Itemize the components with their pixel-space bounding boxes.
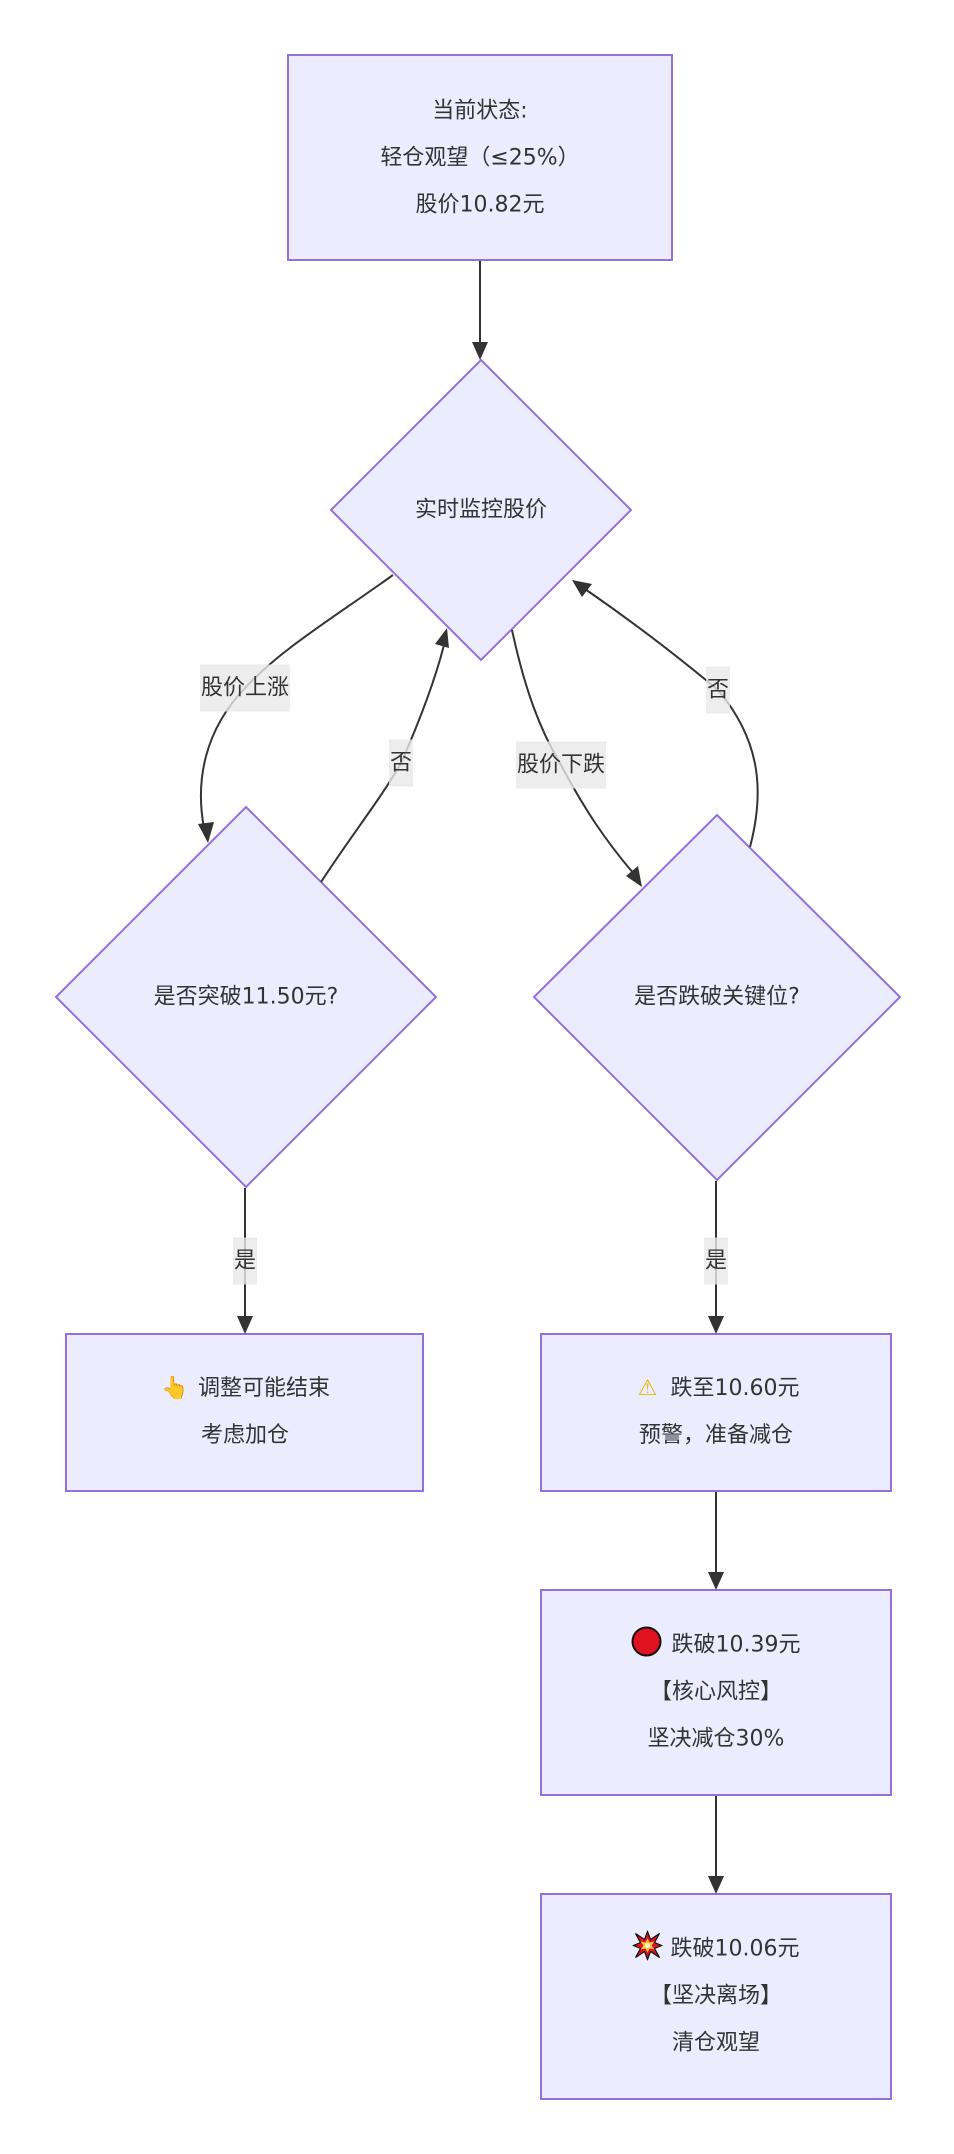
edge-label-no-left: 否: [388, 739, 414, 787]
node-text-line: 调整可能结束: [197, 1376, 331, 1401]
node-core-risk-shape: [540, 1589, 892, 1796]
arrowhead: [626, 866, 642, 887]
edge-label-yes-right: 是: [703, 1237, 729, 1285]
edge-label-price-up: 股价上涨: [199, 664, 291, 712]
arrowhead: [237, 1316, 253, 1334]
node-text-line: 跌破10.06元: [670, 1936, 800, 1962]
node-current-state: 当前状态: 轻仓观望（≤25%） 股价10.82元: [380, 88, 579, 229]
node-text-line: 是否跌破关键位?: [634, 984, 800, 1010]
edge-label-price-down: 股价下跌: [515, 741, 607, 789]
node-exit: 跌破10.06元 【坚决离场】 清仓观望: [631, 1926, 800, 2067]
node-add-position-shape: [65, 1333, 424, 1492]
node-warning-shape: [540, 1333, 892, 1492]
node-text-line: 【坚决离场】: [649, 1983, 783, 2009]
node-core-risk: 跌破10.39元 【核心风控】 坚决减仓30%: [631, 1622, 801, 1763]
node-text-line: 是否突破11.50元?: [153, 984, 339, 1010]
node-monitor-shape: [329, 358, 633, 662]
edge-breakout-no-to-monitor: [320, 644, 445, 883]
node-text-line: 坚决减仓30%: [647, 1726, 785, 1752]
red-circle-icon: [631, 1626, 662, 1657]
node-monitor: 实时监控股价: [415, 487, 547, 534]
pointing-hand-icon: 👆: [161, 1376, 189, 1401]
node-text-line: 跌破10.39元: [671, 1632, 801, 1658]
edge-label-yes-left: 是: [232, 1237, 258, 1285]
node-text-line: 预警，准备减仓: [638, 1423, 794, 1448]
arrowhead: [708, 1316, 724, 1334]
node-text-line: 实时监控股价: [414, 497, 548, 523]
arrowhead: [472, 342, 488, 360]
node-breakout-check: 是否突破11.50元?: [154, 974, 339, 1021]
edge-breakdown-no-to-monitor: [584, 588, 759, 848]
node-text-line: 【核心风控】: [649, 1679, 783, 1705]
node-add-position: 👆 调整可能结束 考虑加仓: [160, 1365, 330, 1459]
node-current-state-shape: [287, 54, 673, 261]
arrowhead: [708, 1876, 724, 1894]
edge-label-no-right: 否: [705, 666, 731, 714]
node-text-line: 清仓观望: [671, 2030, 761, 2056]
node-breakout-check-shape: [54, 805, 438, 1189]
warning-icon: ⚠: [637, 1376, 658, 1401]
arrowhead: [435, 628, 449, 648]
collision-icon: [631, 1926, 664, 1973]
node-warning: ⚠ 跌至10.60元 预警，准备减仓: [633, 1365, 800, 1459]
arrowhead: [572, 580, 592, 597]
node-text-line: 股价10.82元: [415, 192, 545, 218]
node-breakdown-check: 是否跌破关键位?: [634, 974, 800, 1021]
node-text-line: 轻仓观望（≤25%）: [380, 145, 580, 171]
node-text-line: 当前状态:: [432, 98, 528, 124]
node-text-line: 考虑加仓: [200, 1423, 290, 1448]
node-text-line: 跌至10.60元: [670, 1376, 800, 1401]
node-exit-shape: [540, 1893, 892, 2100]
arrowhead: [708, 1572, 724, 1590]
node-breakdown-check-shape: [532, 813, 902, 1182]
arrowhead: [198, 822, 214, 843]
